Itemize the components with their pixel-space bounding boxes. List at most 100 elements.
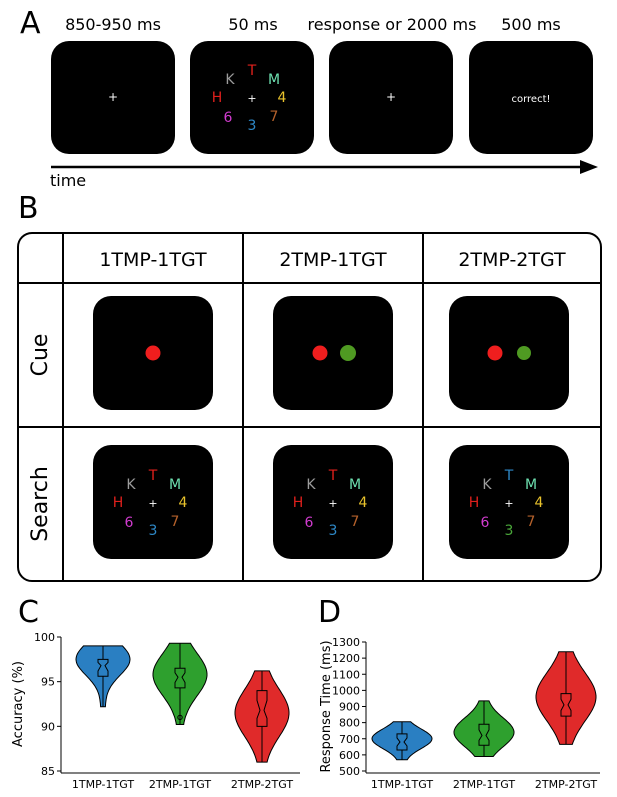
- fixation-cross: +: [504, 497, 513, 510]
- search-letter: 3: [149, 523, 158, 539]
- notched-box: [97, 658, 109, 677]
- y-tick-label: 95: [41, 676, 55, 689]
- search-letter: K: [306, 477, 316, 493]
- fixation-cross: +: [108, 90, 118, 104]
- search-letter: M: [169, 477, 181, 493]
- x-tick-label: 2TMP-1TGT: [453, 778, 515, 791]
- y-tick-label: 1000: [332, 684, 360, 697]
- notched-box: [256, 690, 268, 727]
- search-letter: T: [328, 468, 338, 484]
- x-tick-label: 2TMP-1TGT: [149, 778, 211, 791]
- notched-box: [560, 693, 572, 717]
- search-letter: H: [113, 495, 124, 511]
- outlier-point: [177, 714, 183, 721]
- screen-feedback: [469, 41, 593, 154]
- row-label-cue: Cue: [28, 334, 53, 377]
- notched-box: [478, 723, 490, 746]
- cue-dot-red: [312, 345, 328, 361]
- search-letter: 6: [224, 110, 233, 126]
- y-tick-label: 500: [339, 765, 360, 778]
- y-tick-label: 100: [34, 631, 55, 644]
- x-tick-label: 1TMP-1TGT: [72, 778, 134, 791]
- x-tick-label: 2TMP-2TGT: [231, 778, 293, 791]
- screen-fixation-1: [51, 41, 175, 154]
- search-letter: M: [268, 72, 280, 88]
- feedback-text: correct!: [511, 94, 550, 105]
- condition-table: [17, 232, 602, 582]
- search-letter: 7: [351, 514, 360, 530]
- x-tick-label: 1TMP-1TGT: [371, 778, 433, 791]
- search-letter: T: [148, 468, 158, 484]
- search-letter: 4: [278, 90, 287, 106]
- cue-dot-green: [517, 346, 531, 360]
- panel-label-d: D: [318, 595, 341, 630]
- search-letter: 7: [171, 514, 180, 530]
- screen-fixation-2: [329, 41, 453, 154]
- cue-dot-red: [487, 345, 503, 361]
- time-arrow-head: [580, 160, 598, 174]
- condition-header-1: 1TMP-1TGT: [99, 249, 207, 271]
- search-letter: H: [212, 90, 223, 106]
- notched-box: [174, 667, 186, 689]
- y-tick-label: 1300: [332, 636, 360, 649]
- cue-dot-red: [145, 345, 161, 361]
- search-letter: H: [469, 495, 480, 511]
- x-tick-label: 2TMP-2TGT: [535, 778, 597, 791]
- duration-label-3: response or 2000 ms: [308, 15, 477, 34]
- duration-label-4: 500 ms: [501, 15, 561, 34]
- search-letter: K: [225, 72, 235, 88]
- search-letter: 4: [179, 495, 188, 511]
- search-letter: 7: [270, 109, 279, 125]
- y-tick-label: 1200: [332, 652, 360, 665]
- fixation-cross: +: [328, 497, 337, 510]
- y-tick-label: 900: [339, 701, 360, 714]
- y-axis-title: Response Time (ms): [319, 640, 334, 772]
- cue-screen-3: [449, 296, 569, 410]
- condition-header-2: 2TMP-1TGT: [279, 249, 387, 271]
- cue-screen-2: [273, 296, 393, 410]
- search-letter: H: [293, 495, 304, 511]
- fixation-cross: +: [386, 90, 396, 104]
- search-letter: 6: [481, 515, 490, 531]
- cue-dot-green: [340, 345, 356, 361]
- search-letter: 7: [527, 514, 536, 530]
- search-letter: 4: [359, 495, 368, 511]
- search-letter: M: [349, 477, 361, 493]
- panel-label-a: A: [20, 6, 41, 41]
- y-tick-label: 85: [41, 765, 55, 778]
- panel-label-b: B: [18, 191, 39, 226]
- search-letter: 6: [305, 515, 314, 531]
- condition-header-3: 2TMP-2TGT: [458, 249, 566, 271]
- search-letter: T: [247, 63, 257, 79]
- time-axis-label: time: [50, 171, 86, 190]
- notched-box: [396, 733, 408, 751]
- search-letter: M: [525, 477, 537, 493]
- panel-label-c: C: [18, 595, 39, 630]
- search-letter: K: [126, 477, 136, 493]
- search-letter: 3: [248, 118, 257, 134]
- response-time-violin-chart: 500 600 700 800 900 1000 1100 1200 1300Response …: [319, 636, 600, 791]
- row-label-search: Search: [28, 466, 53, 542]
- fixation-cross: +: [148, 497, 157, 510]
- duration-label-2: 50 ms: [228, 15, 277, 34]
- y-axis-title: Accuracy (%): [11, 661, 26, 747]
- search-letter: 6: [125, 515, 134, 531]
- search-letter: 4: [535, 495, 544, 511]
- y-tick-label: 800: [339, 717, 360, 730]
- fixation-cross: +: [247, 92, 256, 105]
- y-tick-label: 1100: [332, 668, 360, 681]
- y-tick-label: 600: [339, 749, 360, 762]
- y-tick-label: 90: [41, 720, 55, 733]
- search-letter: 3: [329, 523, 338, 539]
- search-letter: T: [504, 468, 514, 484]
- search-letter: K: [482, 477, 492, 493]
- duration-label-1: 850-950 ms: [65, 15, 161, 34]
- y-tick-label: 700: [339, 733, 360, 746]
- search-letter: 3: [505, 523, 514, 539]
